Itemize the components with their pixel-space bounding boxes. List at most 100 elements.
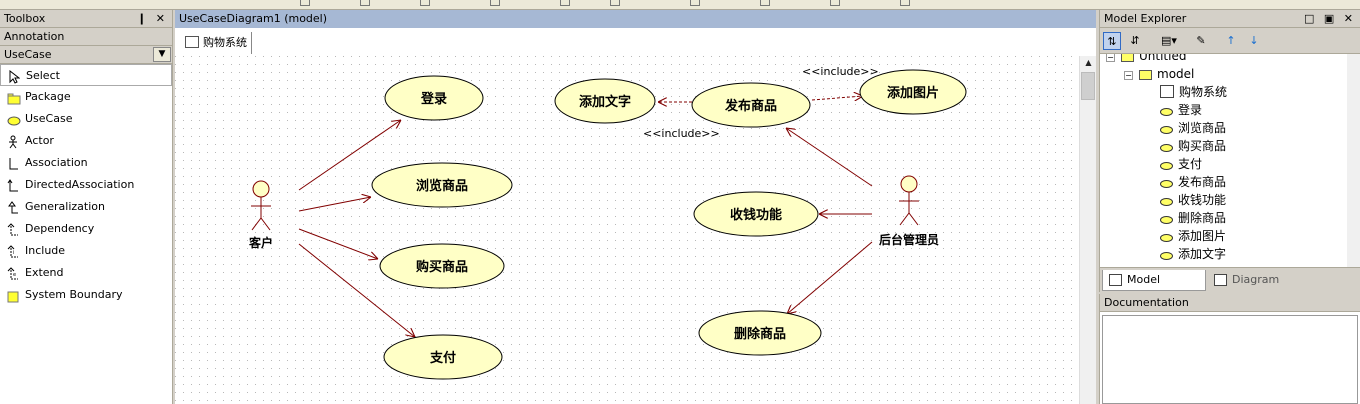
diagram-canvas[interactable]: <<include>> <<include>> 登录 浏览商品 购买商品 支付 … <box>175 56 1079 404</box>
properties-icon[interactable]: ✎ <box>1196 34 1206 47</box>
association-edge[interactable] <box>298 197 371 212</box>
tree-item-diagram[interactable]: 购物系统 <box>1160 83 1227 101</box>
toolbar-icon[interactable] <box>760 0 770 6</box>
usecase-delete[interactable]: 删除商品 <box>698 310 822 356</box>
vertical-scrollbar[interactable] <box>1347 54 1360 267</box>
toolbox-item-association[interactable]: Association <box>0 152 172 174</box>
explorer-title: Model Explorer <box>1104 12 1187 25</box>
tree-item-usecase[interactable]: 添加图片 <box>1160 227 1226 245</box>
documentation-header: Documentation <box>1100 294 1360 312</box>
toolbar-icon[interactable] <box>610 0 620 6</box>
collapse-button[interactable]: ▼ <box>153 47 171 62</box>
toolbox-item-usecase[interactable]: UseCase <box>0 108 172 130</box>
usecase-icon <box>7 113 21 126</box>
actor-customer[interactable]: 客户 <box>248 180 273 250</box>
move-up-icon[interactable]: ↑ <box>1226 34 1236 47</box>
tree-item-label: 浏览商品 <box>1178 121 1227 135</box>
toolbox-item-dependency[interactable]: Dependency <box>0 218 172 240</box>
collapse-toggle-icon[interactable]: − <box>1106 54 1115 62</box>
tree-item-usecase[interactable]: 购买商品 <box>1160 137 1226 155</box>
association-edge[interactable] <box>787 241 873 314</box>
extend-icon: e <box>7 267 19 280</box>
toolbox-item-system-boundary[interactable]: System Boundary <box>0 284 172 306</box>
vertical-scrollbar[interactable]: ▲ <box>1079 56 1096 404</box>
toolbox-item-pointer[interactable]: Select <box>0 64 172 86</box>
tree-item-label: 购买商品 <box>1178 139 1227 153</box>
tree-item-usecase[interactable]: 删除商品 <box>1160 209 1226 227</box>
diagram-icon <box>185 36 199 48</box>
tree-item-root[interactable]: −Untitled <box>1106 54 1186 65</box>
include-edge[interactable] <box>811 96 863 100</box>
toolbar-icon[interactable] <box>690 0 700 6</box>
tab-diagram[interactable]: 购物系统 <box>181 32 252 54</box>
toolbar-icon[interactable] <box>830 0 840 6</box>
tree-item-usecase[interactable]: 发布商品 <box>1160 173 1226 191</box>
documentation-textarea[interactable] <box>1102 315 1358 404</box>
usecase-add-image[interactable]: 添加图片 <box>859 69 967 115</box>
usecase-login[interactable]: 登录 <box>384 75 484 121</box>
toolbox-item-label: Association <box>25 156 88 169</box>
toolbar-icon[interactable] <box>560 0 570 6</box>
include-icon: i <box>7 245 19 258</box>
scroll-up-icon[interactable]: ▲ <box>1085 58 1092 67</box>
toolbox-category-annotation[interactable]: Annotation <box>0 28 172 46</box>
toolbar-icon[interactable] <box>420 0 430 6</box>
usecase-icon <box>1160 108 1173 116</box>
tab-model-explorer[interactable]: Model Explorer <box>1102 270 1206 306</box>
usecase-label: 浏览商品 <box>416 178 468 194</box>
add-element-icon[interactable]: ▤▾ <box>1161 34 1177 47</box>
main-toolbar <box>0 0 1360 10</box>
panel-controls[interactable]: □ ▣ ✕ <box>1304 12 1356 25</box>
toolbox-item-generalization[interactable]: Generalization <box>0 196 172 218</box>
usecase-add-text[interactable]: 添加文字 <box>554 78 656 124</box>
usecase-browse[interactable]: 浏览商品 <box>371 162 513 208</box>
tree-item-usecase[interactable]: 支付 <box>1160 155 1202 173</box>
move-down-icon[interactable]: ↓ <box>1249 34 1259 47</box>
usecase-label: 添加文字 <box>579 94 631 110</box>
usecase-cashier[interactable]: 收钱功能 <box>693 191 819 237</box>
category-label: UseCase <box>4 48 52 61</box>
usecase-icon <box>1160 180 1173 188</box>
tree-item-label: 登录 <box>1178 103 1203 117</box>
tree-item-usecase[interactable]: 添加文字 <box>1160 245 1226 263</box>
association-edge[interactable] <box>298 243 415 337</box>
sort-type-icon[interactable]: ⇵ <box>1130 34 1140 47</box>
tree-item-usecase[interactable]: 登录 <box>1160 101 1202 119</box>
tree-item-usecase[interactable]: 浏览商品 <box>1160 119 1226 137</box>
toolbox-category-usecase[interactable]: UseCase ▼ <box>0 46 172 64</box>
toolbox-item-package[interactable]: Package <box>0 86 172 108</box>
actor-label: 客户 <box>248 235 273 250</box>
tree-item-label: 添加图片 <box>1178 229 1227 243</box>
panel-controls[interactable]: ❙ ✕ <box>137 12 168 25</box>
association-edge[interactable] <box>298 120 401 191</box>
usecase-pay[interactable]: 支付 <box>383 334 503 380</box>
toolbox-item-label: Actor <box>25 134 54 147</box>
toolbox-item-actor[interactable]: Actor <box>0 130 172 152</box>
association-edge[interactable] <box>786 128 873 187</box>
usecase-publish[interactable]: 发布商品 <box>691 82 811 128</box>
tree-item-label: 发布商品 <box>1178 175 1227 189</box>
tree-item-model[interactable]: − model <box>1124 65 1194 83</box>
project-icon <box>1121 54 1134 62</box>
usecase-icon <box>1160 234 1173 242</box>
scroll-thumb[interactable] <box>1081 72 1095 100</box>
sort-icon[interactable]: ⇅ <box>1103 32 1121 50</box>
tab-diagram-explorer[interactable]: Diagram Explorer <box>1208 270 1328 306</box>
association-edge[interactable] <box>298 228 378 259</box>
toolbar-icon[interactable] <box>360 0 370 6</box>
toolbox-item-directed-association[interactable]: DirectedAssociation <box>0 174 172 196</box>
tab-label: 购物系统 <box>203 36 247 49</box>
toolbar-icon[interactable] <box>900 0 910 6</box>
tree-item-usecase[interactable]: 收钱功能 <box>1160 191 1226 209</box>
collapse-toggle-icon[interactable]: − <box>1124 71 1133 80</box>
toolbox-header: Toolbox ❙ ✕ <box>0 10 172 28</box>
actor-admin[interactable]: 后台管理员 <box>879 175 939 247</box>
tree-item-label: model <box>1157 67 1195 81</box>
toolbar-icon[interactable] <box>490 0 500 6</box>
usecase-buy[interactable]: 购买商品 <box>379 243 505 289</box>
toolbar-icon[interactable] <box>300 0 310 6</box>
